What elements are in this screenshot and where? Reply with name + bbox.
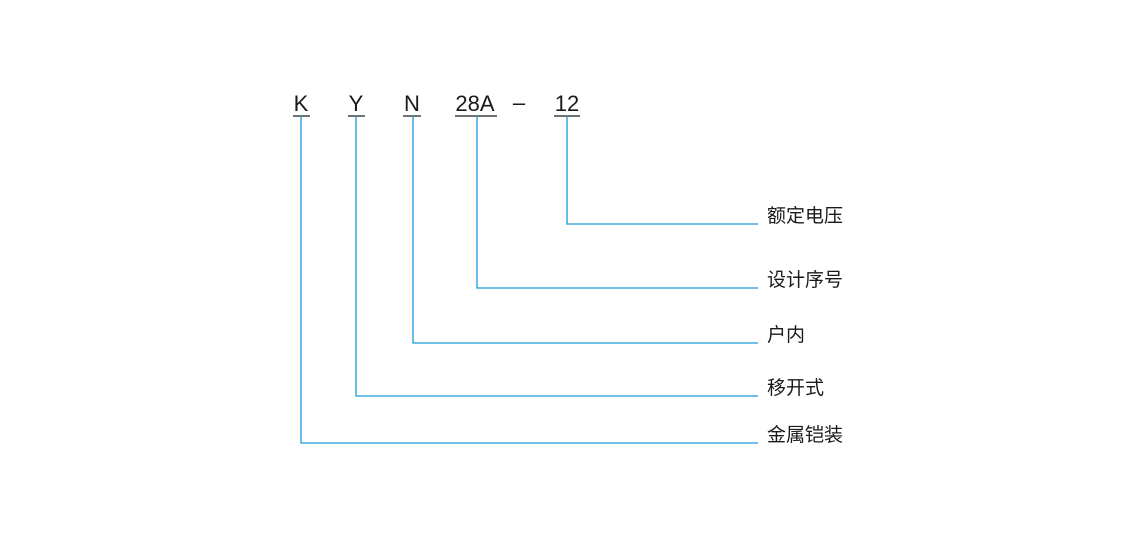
code-series-number: 28A [455,91,494,116]
code-letter-n: N [404,91,420,116]
leader-line-series [476,116,758,289]
label-rated-voltage: 额定电压 [767,205,843,227]
label-indoor: 户内 [767,324,805,346]
label-metal-clad: 金属铠装 [767,424,843,446]
code-letter-k: K [294,91,309,116]
leader-line-y [355,116,758,397]
label-withdrawable: 移开式 [767,377,824,399]
leader-line-k [300,116,758,444]
code-dash: – [513,90,526,115]
leader-line-voltage [566,116,758,225]
leader-line-n [412,116,758,344]
code-letter-y: Y [349,91,364,116]
label-design-serial: 设计序号 [767,269,843,291]
code-voltage: 12 [555,91,579,116]
